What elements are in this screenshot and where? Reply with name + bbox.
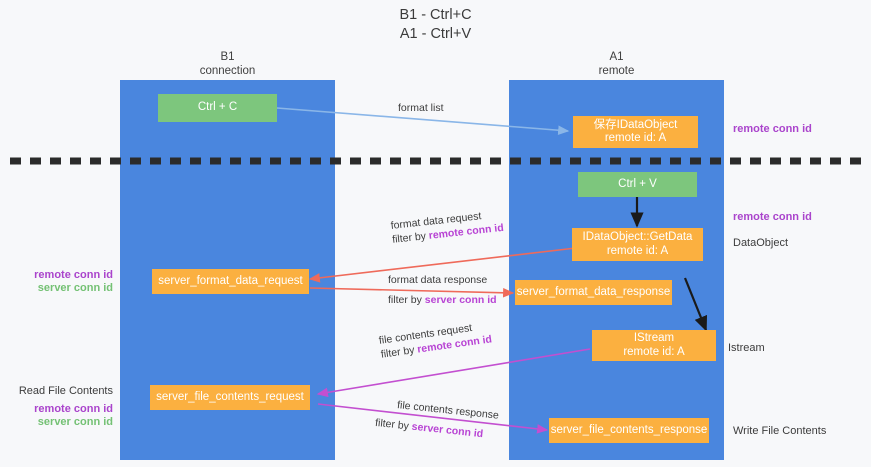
annotation-remote-conn-id-mid: remote conn id bbox=[733, 211, 812, 223]
edge-label-format-data-response: format data response filter by server co… bbox=[388, 273, 497, 307]
node-save-idataobject[interactable]: 保存IDataObject remote id: A bbox=[573, 116, 698, 148]
node-idataobject-getdata[interactable]: IDataObject::GetData remote id: A bbox=[572, 228, 703, 261]
annotation-left-remote-conn-id-bottom: remote conn id bbox=[34, 403, 113, 415]
edge-label-file-contents-response-token: server conn id bbox=[411, 420, 484, 441]
annotation-left-server-conn-id-top: server conn id bbox=[37, 282, 113, 294]
node-server-format-data-request-label: server_format_data_request bbox=[158, 274, 303, 287]
node-idataobject-getdata-sublabel: remote id: A bbox=[606, 244, 669, 257]
node-istream[interactable]: IStream remote id: A bbox=[592, 330, 716, 361]
column-header-b1-role: connection bbox=[199, 65, 256, 77]
node-server-file-contents-request[interactable]: server_file_contents_request bbox=[150, 385, 310, 410]
annotation-write-file-contents: Write File Contents bbox=[733, 425, 827, 437]
diagram-title-line-1: B1 - Ctrl+C bbox=[399, 7, 472, 23]
edge-label-file-contents-response-prefix: filter by bbox=[374, 416, 413, 433]
node-idataobject-getdata-label: IDataObject::GetData bbox=[582, 231, 693, 243]
edge-label-file-contents-request-prefix: filter by bbox=[380, 343, 419, 361]
annotation-left-remote-conn-id-top: remote conn id bbox=[34, 269, 113, 281]
node-ctrl-c-label: Ctrl + C bbox=[197, 101, 238, 114]
column-header-b1: B1 connection bbox=[120, 50, 335, 78]
column-header-a1: A1 remote bbox=[509, 50, 724, 78]
annotation-left-server-conn-id-bottom: server conn id bbox=[37, 416, 113, 428]
edge-label-format-data-response-line2: filter by server conn id bbox=[388, 293, 497, 307]
node-server-format-data-response-label: server_format_data_response bbox=[516, 285, 671, 298]
diagram-title: B1 - Ctrl+C A1 - Ctrl+V bbox=[0, 6, 871, 44]
edge-label-format-data-response-prefix: filter by bbox=[388, 294, 425, 306]
annotation-istream: Istream bbox=[728, 342, 765, 354]
annotation-remote-conn-id-top: remote conn id bbox=[733, 123, 812, 135]
diagram-title-line-2: A1 - Ctrl+V bbox=[399, 26, 472, 42]
node-ctrl-c[interactable]: Ctrl + C bbox=[158, 94, 277, 122]
node-server-file-contents-request-label: server_file_contents_request bbox=[156, 390, 304, 403]
node-ctrl-v-label: Ctrl + V bbox=[618, 177, 657, 190]
column-header-a1-role: remote bbox=[598, 65, 635, 77]
edge-label-format-data-response-line1: format data response bbox=[388, 274, 488, 286]
edge-label-file-contents-request: file contents request filter by remote c… bbox=[378, 318, 493, 361]
edge-label-format-data-response-token: server conn id bbox=[424, 294, 497, 306]
node-server-format-data-response[interactable]: server_format_data_response bbox=[515, 280, 672, 305]
node-save-idataobject-sublabel: remote id: A bbox=[604, 132, 667, 144]
node-istream-label: IStream bbox=[633, 332, 675, 344]
node-server-file-contents-response[interactable]: server_file_contents_response bbox=[549, 418, 709, 443]
node-server-file-contents-response-label: server_file_contents_response bbox=[550, 423, 708, 436]
node-save-idataobject-label: 保存IDataObject bbox=[593, 118, 678, 131]
node-ctrl-v[interactable]: Ctrl + V bbox=[578, 172, 697, 197]
edge-label-format-list-line1: format list bbox=[398, 102, 444, 114]
edge-label-format-data-request: format data request filter by remote con… bbox=[390, 207, 504, 247]
column-header-b1-name: B1 bbox=[220, 51, 235, 63]
edge-label-format-data-request-prefix: filter by bbox=[391, 229, 430, 246]
node-istream-sublabel: remote id: A bbox=[623, 345, 685, 358]
edge-label-format-list: format list bbox=[398, 101, 444, 115]
edge-label-file-contents-response: file contents response filter by server … bbox=[374, 396, 500, 443]
annotation-read-file-contents: Read File Contents bbox=[18, 385, 113, 397]
annotation-dataobject: DataObject bbox=[733, 237, 789, 249]
node-server-format-data-request[interactable]: server_format_data_request bbox=[152, 269, 309, 294]
column-header-a1-name: A1 bbox=[609, 51, 624, 63]
